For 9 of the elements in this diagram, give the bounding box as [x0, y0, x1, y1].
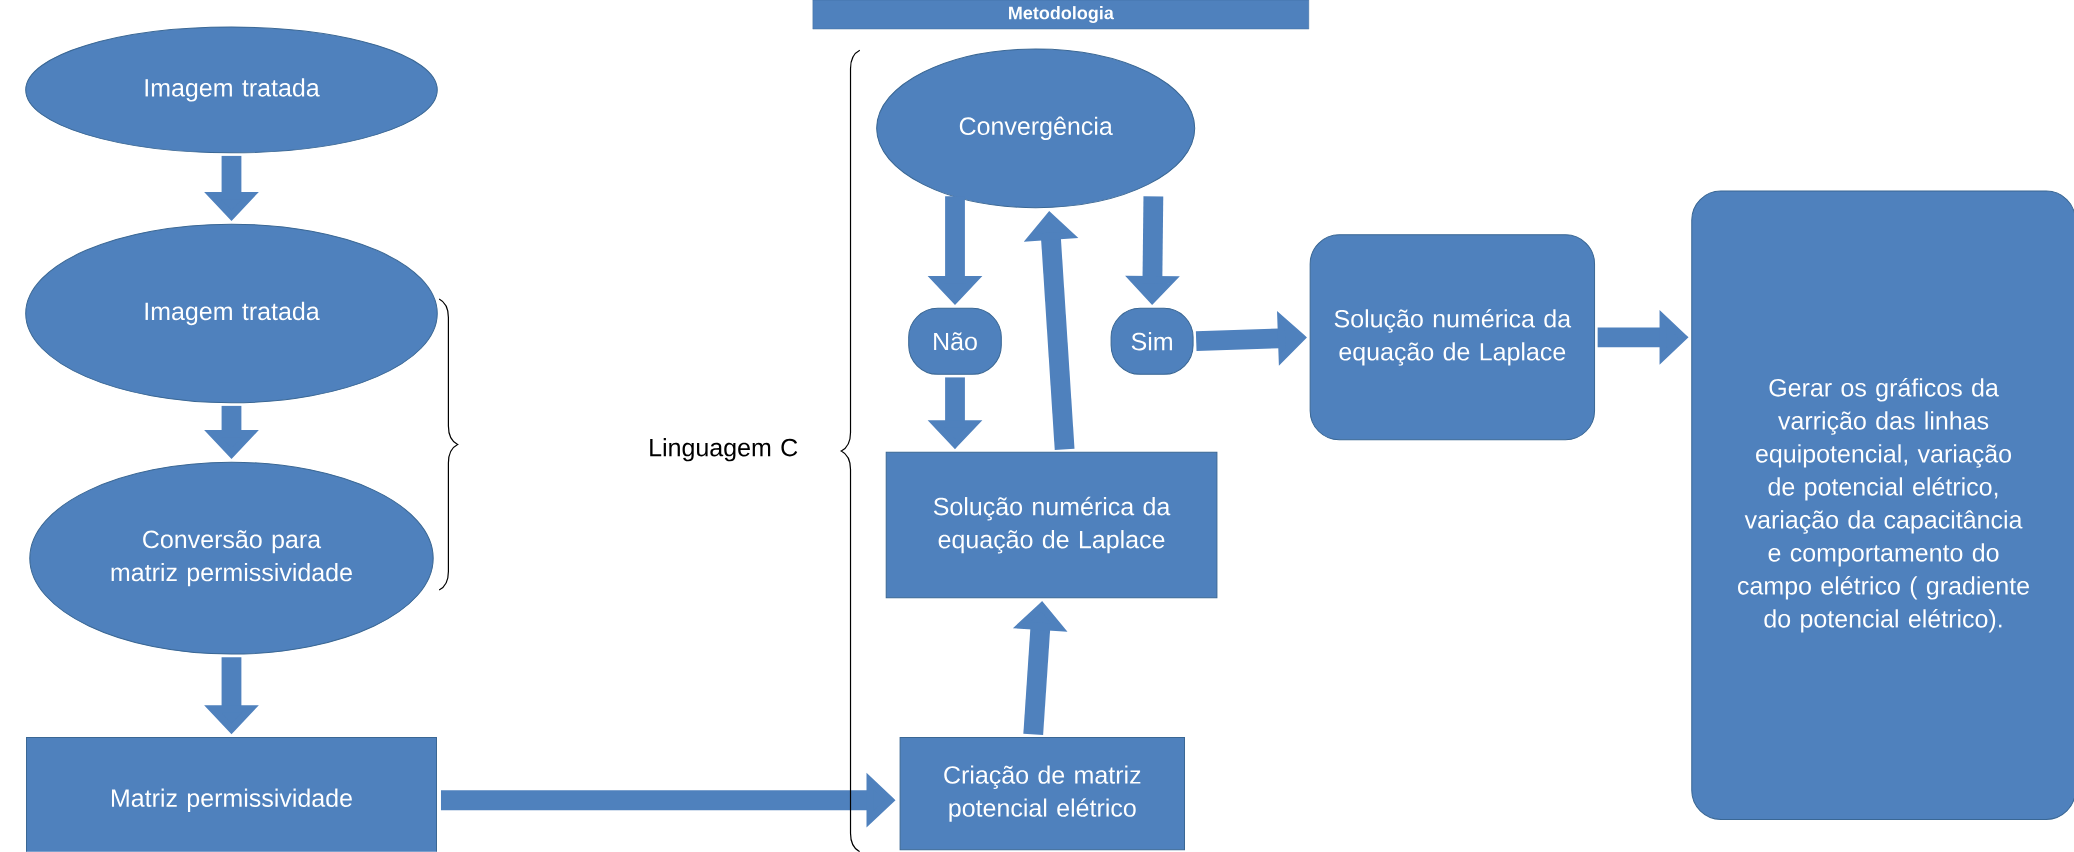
process-box: Criação de matriz potencial elétrico: [899, 737, 1185, 851]
rounded-box: Sim: [1110, 307, 1194, 375]
rounded-box: Não: [908, 307, 1002, 375]
process-box: Solução numérica da equação de Laplace: [885, 451, 1218, 599]
annotation-text: Linguagem C: [650, 438, 798, 462]
title-box: Metodologia: [812, 0, 1310, 30]
rounded-box: Gerar os gráficos da varrição das linhas equipotencial, variação de potencial elétrico, variação da capacitância e comportamento do campo elétrico ( gradiente do potencial elétrico).: [1691, 190, 2074, 820]
rounded-box: Solução numérica da equação de Laplace: [1309, 234, 1596, 441]
process-box: Matriz permissividade: [26, 737, 437, 852]
